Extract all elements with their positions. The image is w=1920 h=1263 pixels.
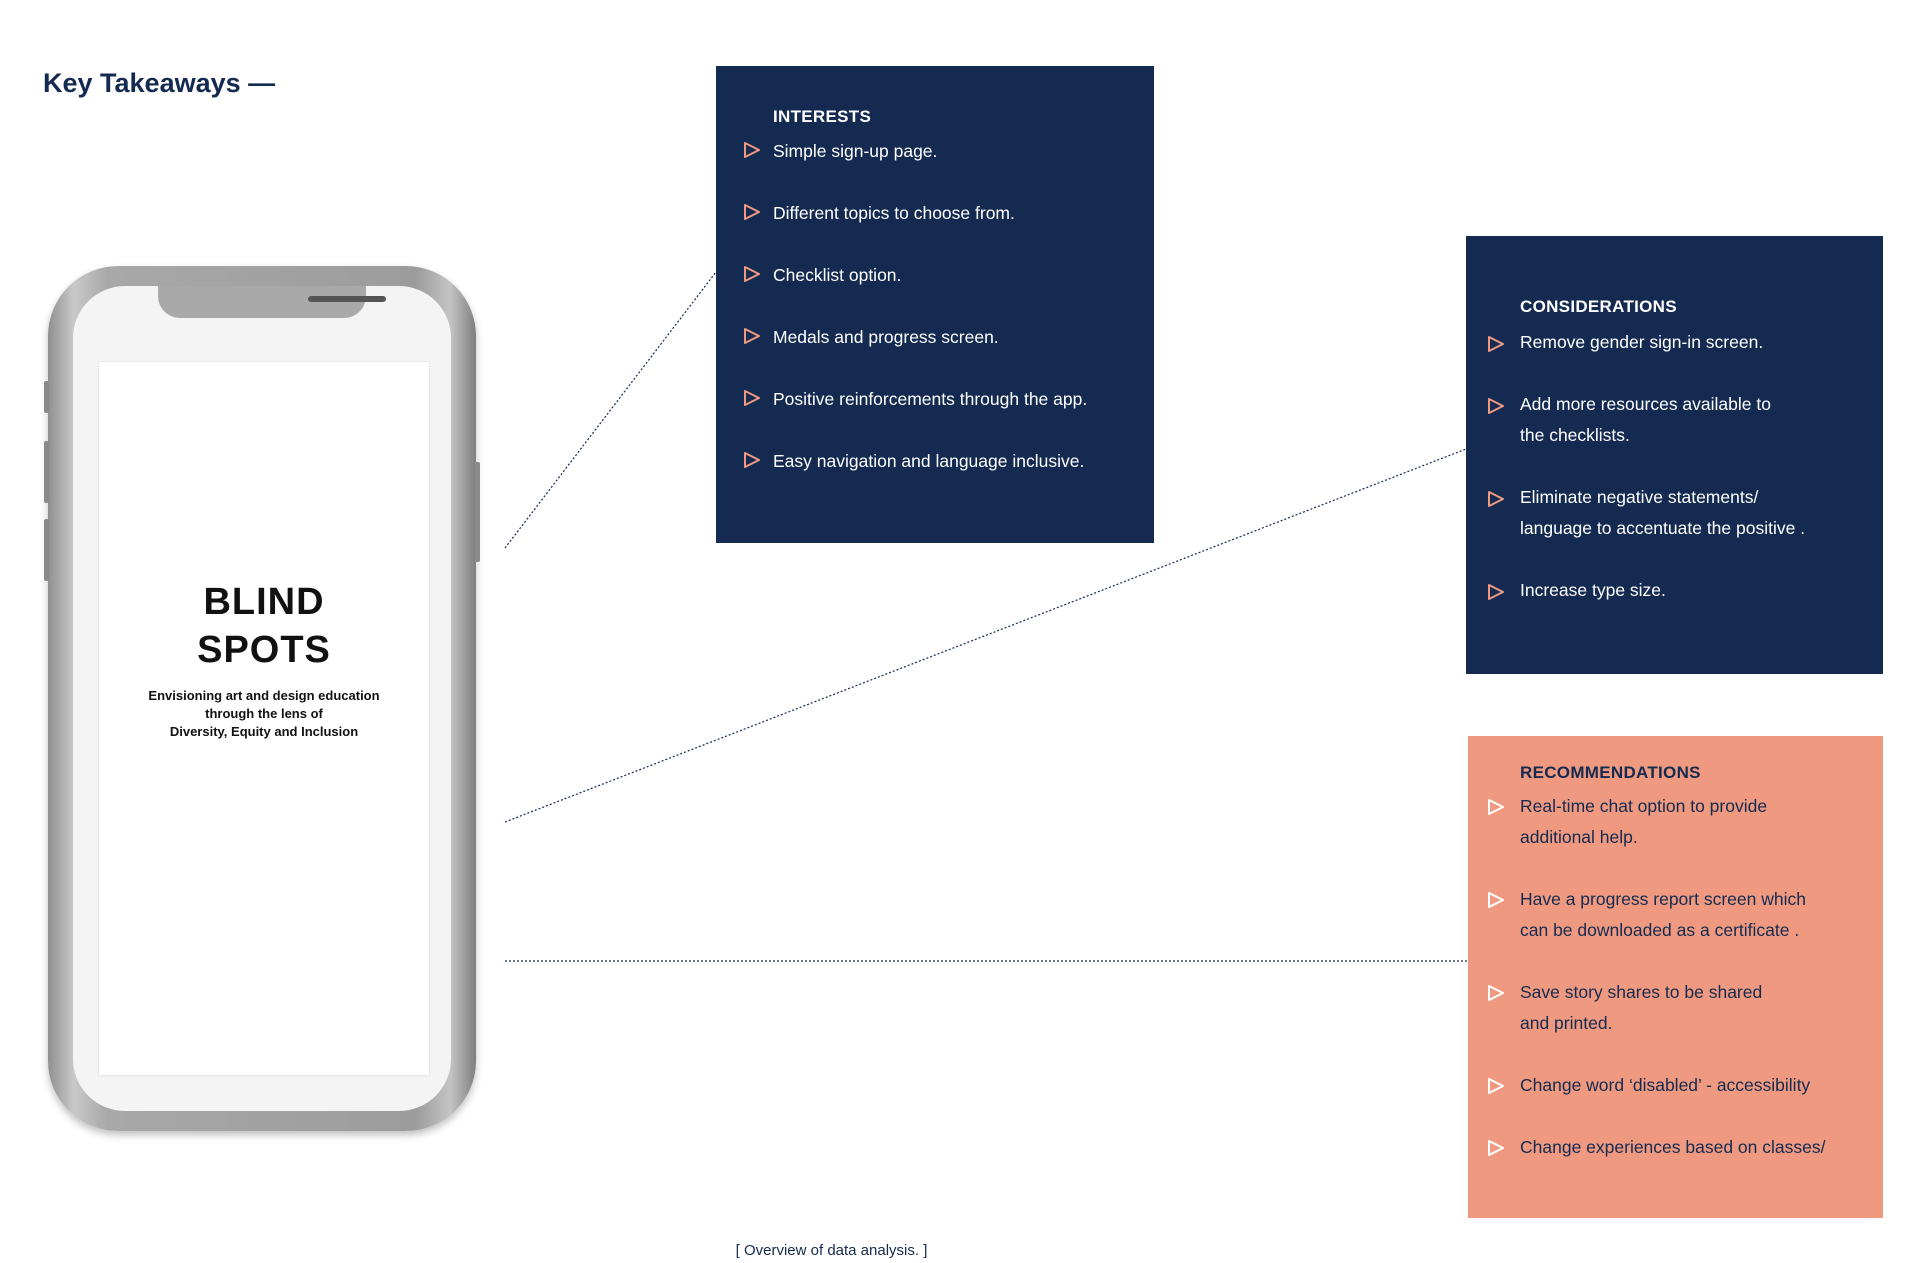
list-item: Have a progress report screen which can … bbox=[1487, 884, 1879, 946]
triangle-right-icon bbox=[1488, 336, 1504, 352]
app-title: BLIND SPOTS bbox=[197, 581, 331, 671]
considerations-list: Remove gender sign-in screen. Add more r… bbox=[1487, 327, 1877, 637]
triangle-right-icon bbox=[1488, 398, 1504, 414]
phone-notch bbox=[158, 286, 386, 318]
triangle-right-icon bbox=[744, 204, 760, 220]
triangle-right-icon bbox=[1488, 799, 1504, 815]
triangle-right-icon bbox=[1488, 892, 1504, 908]
phone-volume-up-button bbox=[44, 441, 49, 503]
considerations-heading: CONSIDERATIONS bbox=[1520, 297, 1677, 316]
list-item: Easy navigation and language inclusive. bbox=[743, 446, 1143, 508]
list-item: Medals and progress screen. bbox=[743, 322, 1143, 384]
list-item: Eliminate negative statements/ language … bbox=[1487, 482, 1877, 544]
phone-mockup: BLIND SPOTS Envisioning art and design e… bbox=[44, 266, 480, 1131]
list-item: Remove gender sign-in screen. bbox=[1487, 327, 1877, 358]
triangle-right-icon bbox=[1488, 1140, 1504, 1156]
phone-speaker bbox=[308, 296, 386, 302]
triangle-right-icon bbox=[1488, 1078, 1504, 1094]
recommendations-heading: RECOMMENDATIONS bbox=[1520, 763, 1701, 782]
interests-heading: INTERESTS bbox=[773, 107, 872, 126]
list-item: Increase type size. bbox=[1487, 575, 1877, 606]
list-item: Simple sign-up page. bbox=[743, 136, 1143, 198]
phone-side-button bbox=[44, 381, 49, 413]
phone-screen: BLIND SPOTS Envisioning art and design e… bbox=[73, 286, 451, 1111]
triangle-right-icon bbox=[744, 328, 760, 344]
list-item: Add more resources available to the chec… bbox=[1487, 389, 1877, 451]
list-item: Positive reinforcements through the app. bbox=[743, 384, 1143, 446]
app-splash-screen: BLIND SPOTS Envisioning art and design e… bbox=[99, 362, 429, 1075]
list-item: Save story shares to be shared and print… bbox=[1487, 977, 1879, 1039]
list-item: Change word ‘disabled’ - accessibility bbox=[1487, 1070, 1879, 1101]
phone-volume-down-button bbox=[44, 519, 49, 581]
list-item: Real-time chat option to provide additio… bbox=[1487, 791, 1879, 853]
list-item: Change experiences based on classes/ bbox=[1487, 1132, 1879, 1163]
list-item: Checklist option. bbox=[743, 260, 1143, 322]
phone-power-button bbox=[475, 462, 480, 562]
interests-list: Simple sign-up page. Different topics to… bbox=[743, 136, 1143, 508]
triangle-right-icon bbox=[744, 142, 760, 158]
triangle-right-icon bbox=[1488, 985, 1504, 1001]
triangle-right-icon bbox=[744, 266, 760, 282]
app-subtitle: Envisioning art and design education thr… bbox=[148, 688, 380, 739]
interests-card: INTERESTS Simple sign-up page. Different… bbox=[716, 66, 1154, 543]
triangle-right-icon bbox=[744, 452, 760, 468]
triangle-right-icon bbox=[1488, 491, 1504, 507]
triangle-right-icon bbox=[744, 390, 760, 406]
connector-line-interests bbox=[504, 271, 717, 549]
list-item: Different topics to choose from. bbox=[743, 198, 1143, 260]
recommendations-card: RECOMMENDATIONS Real-time chat option to… bbox=[1468, 736, 1883, 1218]
page-title: Key Takeaways — bbox=[43, 68, 276, 98]
considerations-card: CONSIDERATIONS Remove gender sign-in scr… bbox=[1466, 236, 1883, 674]
recommendations-list: Real-time chat option to provide additio… bbox=[1487, 791, 1879, 1194]
figure-caption: [ Overview of data analysis. ] bbox=[735, 1242, 928, 1259]
triangle-right-icon bbox=[1488, 584, 1504, 600]
